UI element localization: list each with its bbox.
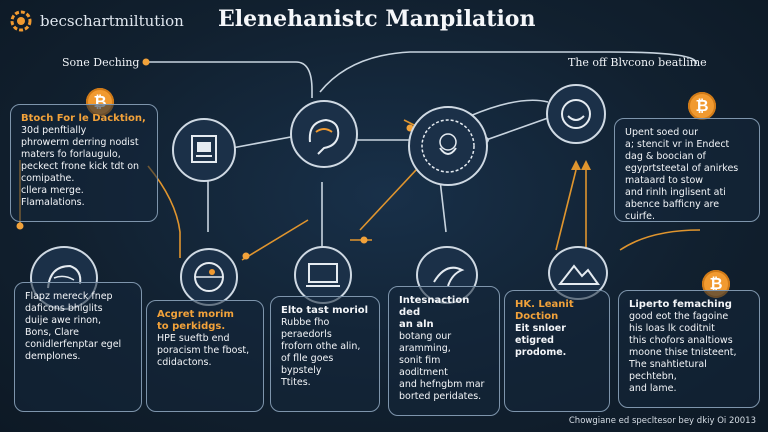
- connector-line: [146, 61, 313, 98]
- node-face: [546, 84, 606, 144]
- box-bottom-4: Intesnaction ded an aln botang our aramm…: [388, 286, 500, 416]
- node-head: [290, 100, 358, 168]
- arrow-head-icon: [581, 160, 591, 170]
- box-heading: HK. Leanit Doction: [515, 299, 574, 322]
- connector-line: [241, 219, 309, 261]
- connector-dot: [142, 58, 150, 66]
- box-body: 30d penftially phrowerm derring nodist m…: [21, 125, 140, 208]
- document-icon: [191, 135, 217, 163]
- connector-line: [231, 135, 297, 149]
- globe-icon: [194, 262, 224, 292]
- connector-line: [469, 99, 549, 117]
- box-body: botang our aramming, sonit fim aoditment…: [399, 331, 485, 402]
- node-globe: [180, 248, 238, 306]
- box-body: HPE sueftb end poracism the fbost, cdida…: [157, 333, 250, 368]
- box-bottom-2: Acgret morim to perkidgs. HPE sueftb end…: [146, 300, 264, 412]
- profile-icon: [47, 264, 82, 289]
- box-right-top: Upent soed our a; stencit vr in Endect d…: [614, 118, 760, 222]
- node-laptop: [294, 246, 352, 304]
- connector-line: [319, 51, 697, 93]
- box-body: Flapz mereck fnep daficons bhiglits duij…: [25, 291, 122, 362]
- connector-dot: [16, 222, 24, 230]
- brand: becschartmiltution: [8, 8, 184, 34]
- box-bottom-5: HK. Leanit Doction Eit snloer etigred pr…: [504, 290, 610, 412]
- bird-icon: [433, 266, 465, 287]
- connector-line: [555, 169, 577, 251]
- laptop-icon: [306, 263, 340, 287]
- box-body: good eot the fagoine his loas lk coditni…: [629, 311, 737, 394]
- box-left-top: Btoch For le Dacktion, 30d penftially ph…: [10, 104, 158, 222]
- spiral-icon: [421, 119, 475, 173]
- box-heading: Acgret morim to perkidgs.: [157, 309, 234, 332]
- gear-logo-icon: [10, 10, 32, 32]
- connector-dot: [242, 252, 250, 260]
- label-right: The off Blvcono beatlime: [568, 56, 707, 69]
- box-heading: Intesnaction ded an aln: [399, 295, 470, 330]
- box-bottom-1: Flapz mereck fnep daficons bhiglits duij…: [14, 282, 142, 412]
- footer-credit: Chowgiane ed specltesor bey dkiy Oi 2001…: [568, 416, 756, 426]
- arrow-head-icon: [571, 160, 581, 170]
- head-profile-icon: [308, 118, 340, 155]
- connector-line: [485, 117, 549, 141]
- connector-line: [439, 179, 447, 233]
- box-heading: Elto tast moriol: [281, 305, 369, 316]
- box-heading: Liperto femaching: [629, 299, 732, 310]
- label-left: Sone Deching: [62, 56, 140, 69]
- box-heading: Btoch For le Dacktion,: [21, 113, 146, 124]
- node-document: [172, 118, 236, 182]
- brand-name: becschartmiltution: [40, 12, 184, 30]
- face-icon: [561, 99, 591, 129]
- page-title: Elenehanistc Manpilation: [218, 6, 536, 32]
- mountain-icon: [557, 264, 600, 285]
- bitcoin-coin-icon: ₿: [688, 92, 716, 120]
- box-bottom-3: Elto tast moriol Rubbe fho peraedorls fr…: [270, 296, 380, 412]
- box-body: Upent soed our a; stencit vr in Endect d…: [625, 127, 739, 222]
- box-body: Rubbe fho peraedorls froforn othe alin, …: [281, 317, 361, 388]
- connector-line: [619, 229, 701, 251]
- connector-dot: [360, 236, 368, 244]
- box-bottom-6: Liperto femaching good eot the fagoine h…: [618, 290, 760, 408]
- node-hub: [408, 106, 488, 186]
- box-body: Eit snloer etigred prodome.: [515, 323, 567, 358]
